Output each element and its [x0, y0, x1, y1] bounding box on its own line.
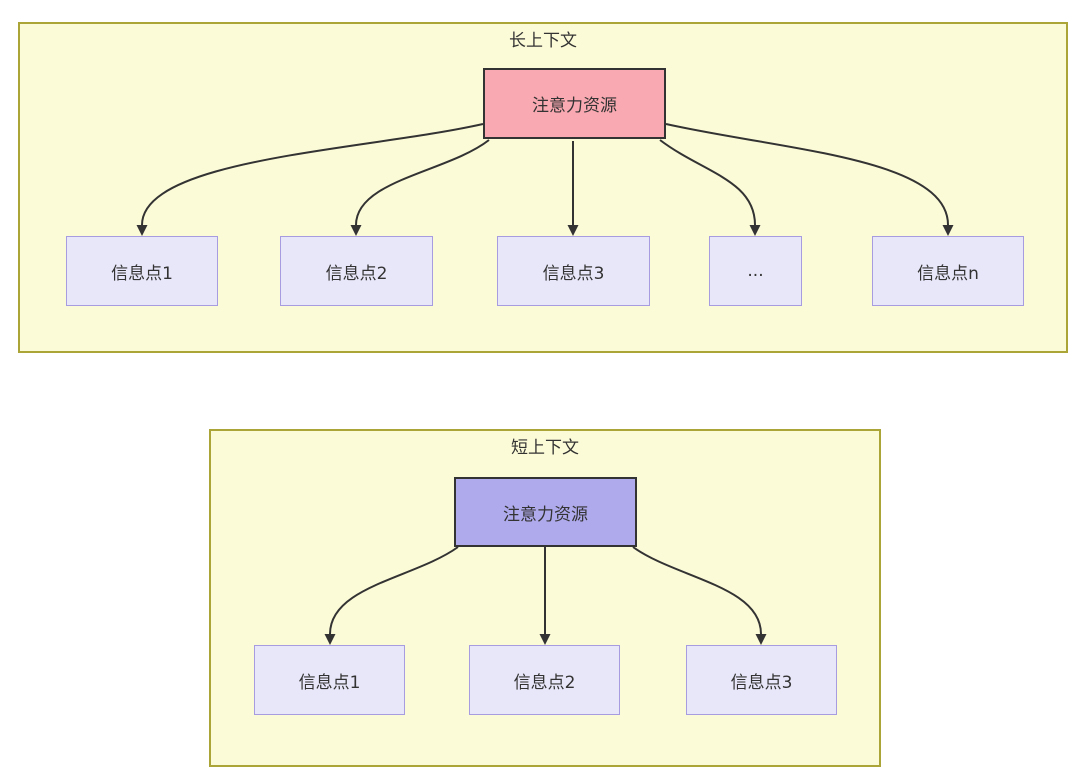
short-attention-node: 注意力资源 [454, 477, 637, 547]
long-info-node-2: 信息点2 [280, 236, 433, 306]
long-context-title: 长上下文 [509, 31, 577, 51]
long-info-node-3: 信息点3 [497, 236, 650, 306]
long-info-node-ellipsis: ... [709, 236, 802, 306]
short-info-node-3: 信息点3 [686, 645, 837, 715]
short-context-title: 短上下文 [511, 438, 579, 458]
short-info-node-2: 信息点2 [469, 645, 620, 715]
long-attention-node: 注意力资源 [483, 68, 666, 139]
long-info-node-1: 信息点1 [66, 236, 218, 306]
long-info-node-n: 信息点n [872, 236, 1024, 306]
short-info-node-1: 信息点1 [254, 645, 405, 715]
